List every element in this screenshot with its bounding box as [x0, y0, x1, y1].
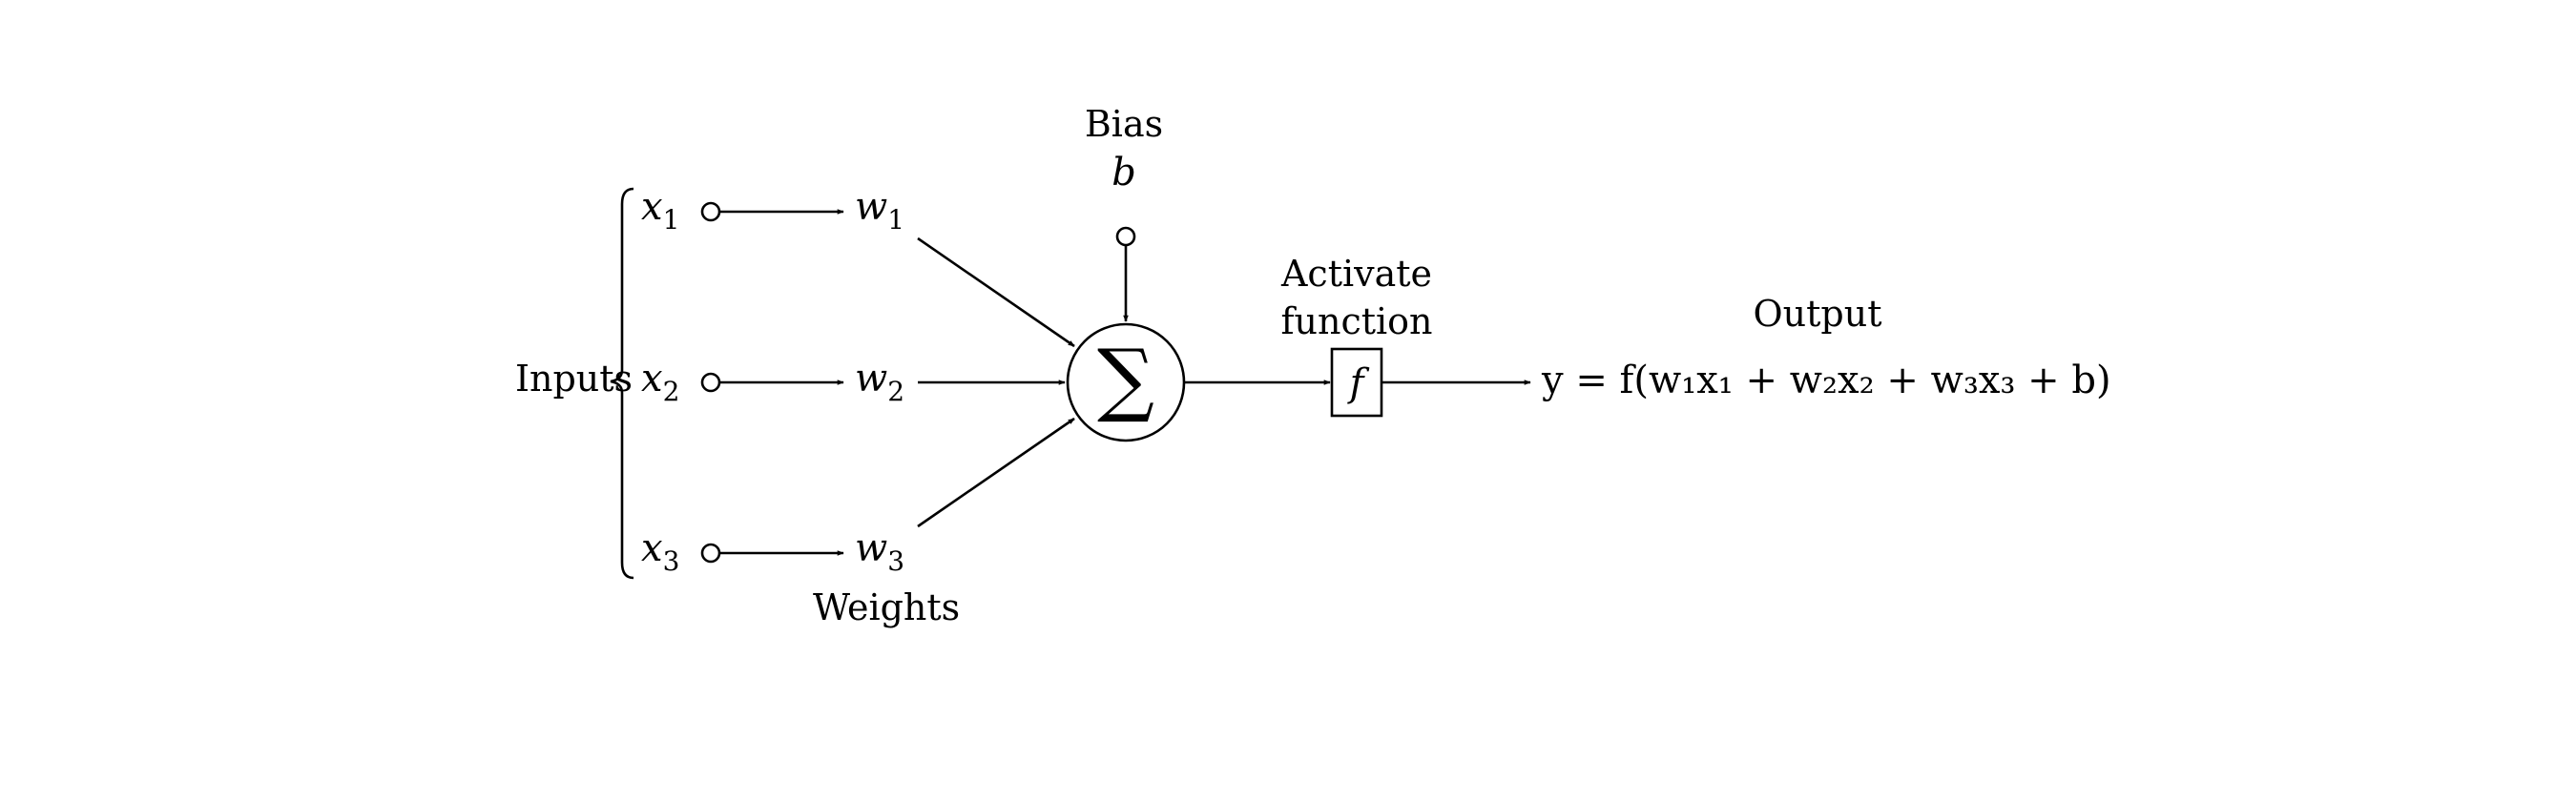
input-terminal-1	[700, 201, 721, 222]
output-label: Output	[1754, 293, 1882, 335]
weight-w2: w2	[855, 357, 904, 407]
activate-label-line1: Activate	[1280, 253, 1432, 295]
weight-w1: w1	[855, 185, 904, 236]
weights-label: Weights	[813, 586, 960, 628]
bias-terminal	[1115, 226, 1136, 247]
inputs-label: Inputs	[515, 358, 633, 400]
input-x2: x2	[641, 357, 679, 407]
bias-label: Bias	[1085, 103, 1163, 145]
summation-symbol: ∑	[1097, 332, 1154, 425]
output-equation: y = f(w₁x₁ + w₂x₂ + w₃x₃ + b)	[1541, 359, 2111, 402]
activation-symbol: f	[1347, 361, 1370, 405]
inputs-brace	[610, 187, 634, 580]
input-terminal-2	[700, 372, 721, 393]
weight-arrow-3	[917, 417, 1075, 528]
input-x3: x3	[641, 526, 679, 577]
input-x1: x1	[641, 185, 679, 236]
weight-arrow-1	[917, 236, 1075, 348]
input-terminal-3	[700, 543, 721, 564]
weight-w3: w3	[855, 526, 904, 577]
activate-label-line2: function	[1280, 300, 1432, 342]
bias-symbol: b	[1111, 151, 1136, 195]
